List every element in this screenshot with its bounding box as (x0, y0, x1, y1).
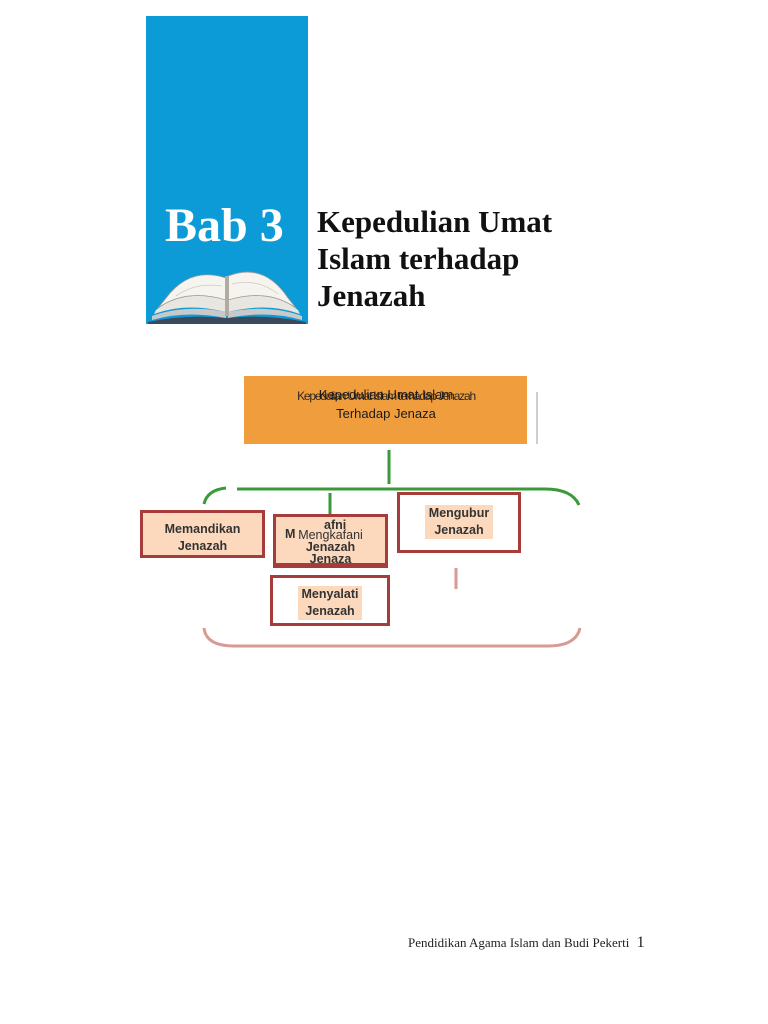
concept-root-line-2: Terhadap Jenaza (336, 406, 436, 421)
chapter-title-line-2: Islam terhadap (317, 241, 520, 276)
node-overlap-fragment: Jenaza (309, 552, 352, 566)
concept-root-overlap-text: Kepedulian Umat Islam terhadap Jenazah (297, 389, 476, 403)
node-shadow (273, 566, 388, 568)
node-label-line-1: Mengubur (428, 506, 490, 520)
chapter-label: Bab 3 (165, 199, 284, 252)
node-label-line-1: Memandikan (164, 522, 241, 536)
node-mengubur-jenazah: Mengubur Jenazah (397, 492, 521, 553)
concept-root-line-1: Kepedulian Umat Islam (318, 387, 454, 402)
page-footer: Pendidikan Agama Islam dan Budi Pekerti … (408, 934, 645, 952)
chapter-title-line-3: Jenazah (317, 278, 426, 313)
chapter-title-line-1: Kepedulian Umat (317, 204, 553, 239)
concept-root-label: Kepedulian Umat Islam Kepedulian Umat Is… (270, 387, 502, 404)
node-label-line-2: Jenazah (305, 604, 355, 618)
node-overlap-fragment: afni (324, 518, 347, 532)
node-label-line-2: Jenazah (177, 539, 228, 553)
node-label-line-1: Mengkafani (298, 528, 363, 542)
concept-root-box (244, 376, 527, 444)
node-label-line-1: Menyalati (301, 587, 359, 601)
node-memandikan-jenazah: Memandikan Jenazah (140, 510, 265, 558)
node-menyalati-jenazah: Menyalati Jenazah (270, 575, 390, 626)
node-overlap-fragment: M (285, 527, 296, 541)
chapter-banner (146, 16, 308, 324)
chapter-title: Kepedulian Umat Islam terhadap Jenazah (317, 203, 617, 314)
open-book-icon (148, 271, 306, 324)
node-mengkafani-jenazah: afni M Mengkafani Jenazah Jenaza (273, 514, 388, 566)
footer-book-title: Pendidikan Agama Islam dan Budi Pekerti (408, 935, 630, 950)
node-label-line-2: Jenazah (434, 523, 484, 537)
node-label-line-2: Jenazah (305, 540, 356, 554)
page-number: 1 (636, 934, 645, 951)
